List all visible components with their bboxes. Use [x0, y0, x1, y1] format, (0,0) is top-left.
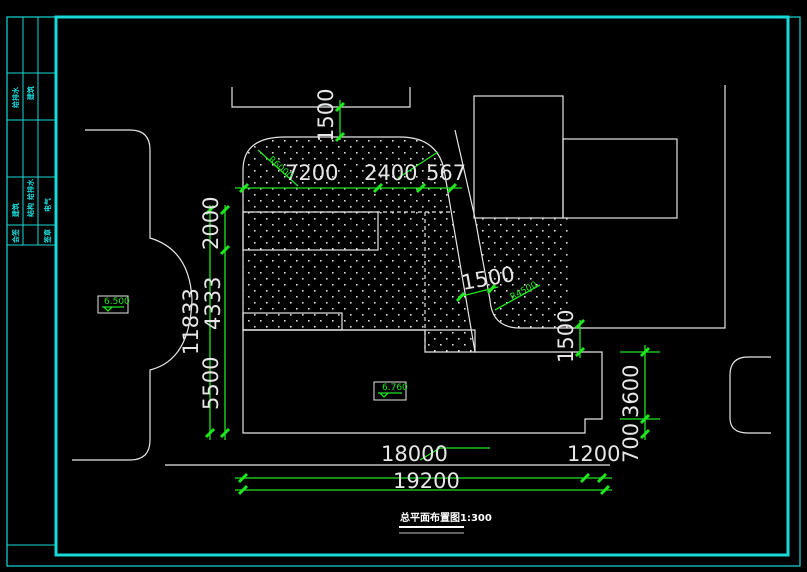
- dimension-lines: [204, 100, 660, 496]
- title-block-text: 结构: [26, 203, 35, 218]
- right-building-1: [473, 95, 564, 219]
- elevation-value: 6.500: [104, 297, 130, 307]
- main-building: [242, 329, 603, 434]
- dim-5500: 5500: [199, 357, 223, 410]
- title-underline: [399, 526, 464, 528]
- title-block: 给排水 建筑 建筑 结构 给排水 电气 会签 签章: [11, 86, 52, 244]
- left-road: [72, 129, 193, 461]
- title-block-text: 会签: [11, 228, 20, 243]
- building-block-1: [242, 211, 379, 251]
- dim-18000: 18000: [381, 442, 448, 466]
- dim-1200: 1200: [567, 442, 620, 466]
- right-road: [729, 356, 771, 434]
- dim-700: 700: [619, 423, 643, 463]
- dim-7200: 7200: [285, 161, 338, 185]
- elevation-marker-left: 6.500: [97, 295, 130, 314]
- dim-4333: 4333: [201, 277, 225, 330]
- dim-1500-top: 1500: [314, 89, 338, 142]
- elevation-marker-center: 6.760: [373, 381, 408, 401]
- dim-19200: 19200: [393, 469, 460, 493]
- dim-3600: 3600: [619, 365, 643, 418]
- drawing-title: 总平面布置图1:300: [400, 511, 492, 524]
- dim-11833: 11833: [179, 288, 203, 355]
- road-curve: [454, 85, 726, 329]
- dim-2400: 2400: [364, 161, 417, 185]
- title-block-text: 建筑: [11, 203, 20, 217]
- right-building-2: [562, 138, 678, 219]
- title-block-text: 给排水: [11, 86, 20, 108]
- dim-1500-right: 1500: [554, 310, 578, 363]
- title-block-text: 签章: [43, 229, 52, 244]
- drawing-frame: [6, 15, 801, 567]
- elevation-value: 6.760: [382, 383, 408, 393]
- top-building: [231, 87, 411, 108]
- title-block-text: 给排水: [26, 178, 35, 200]
- hatched-area-right: [475, 218, 570, 328]
- dim-2000: 2000: [199, 197, 223, 250]
- dim-567: 567: [426, 161, 466, 185]
- title-block-text: 建筑: [26, 86, 35, 100]
- title-block-text: 电气: [43, 198, 52, 212]
